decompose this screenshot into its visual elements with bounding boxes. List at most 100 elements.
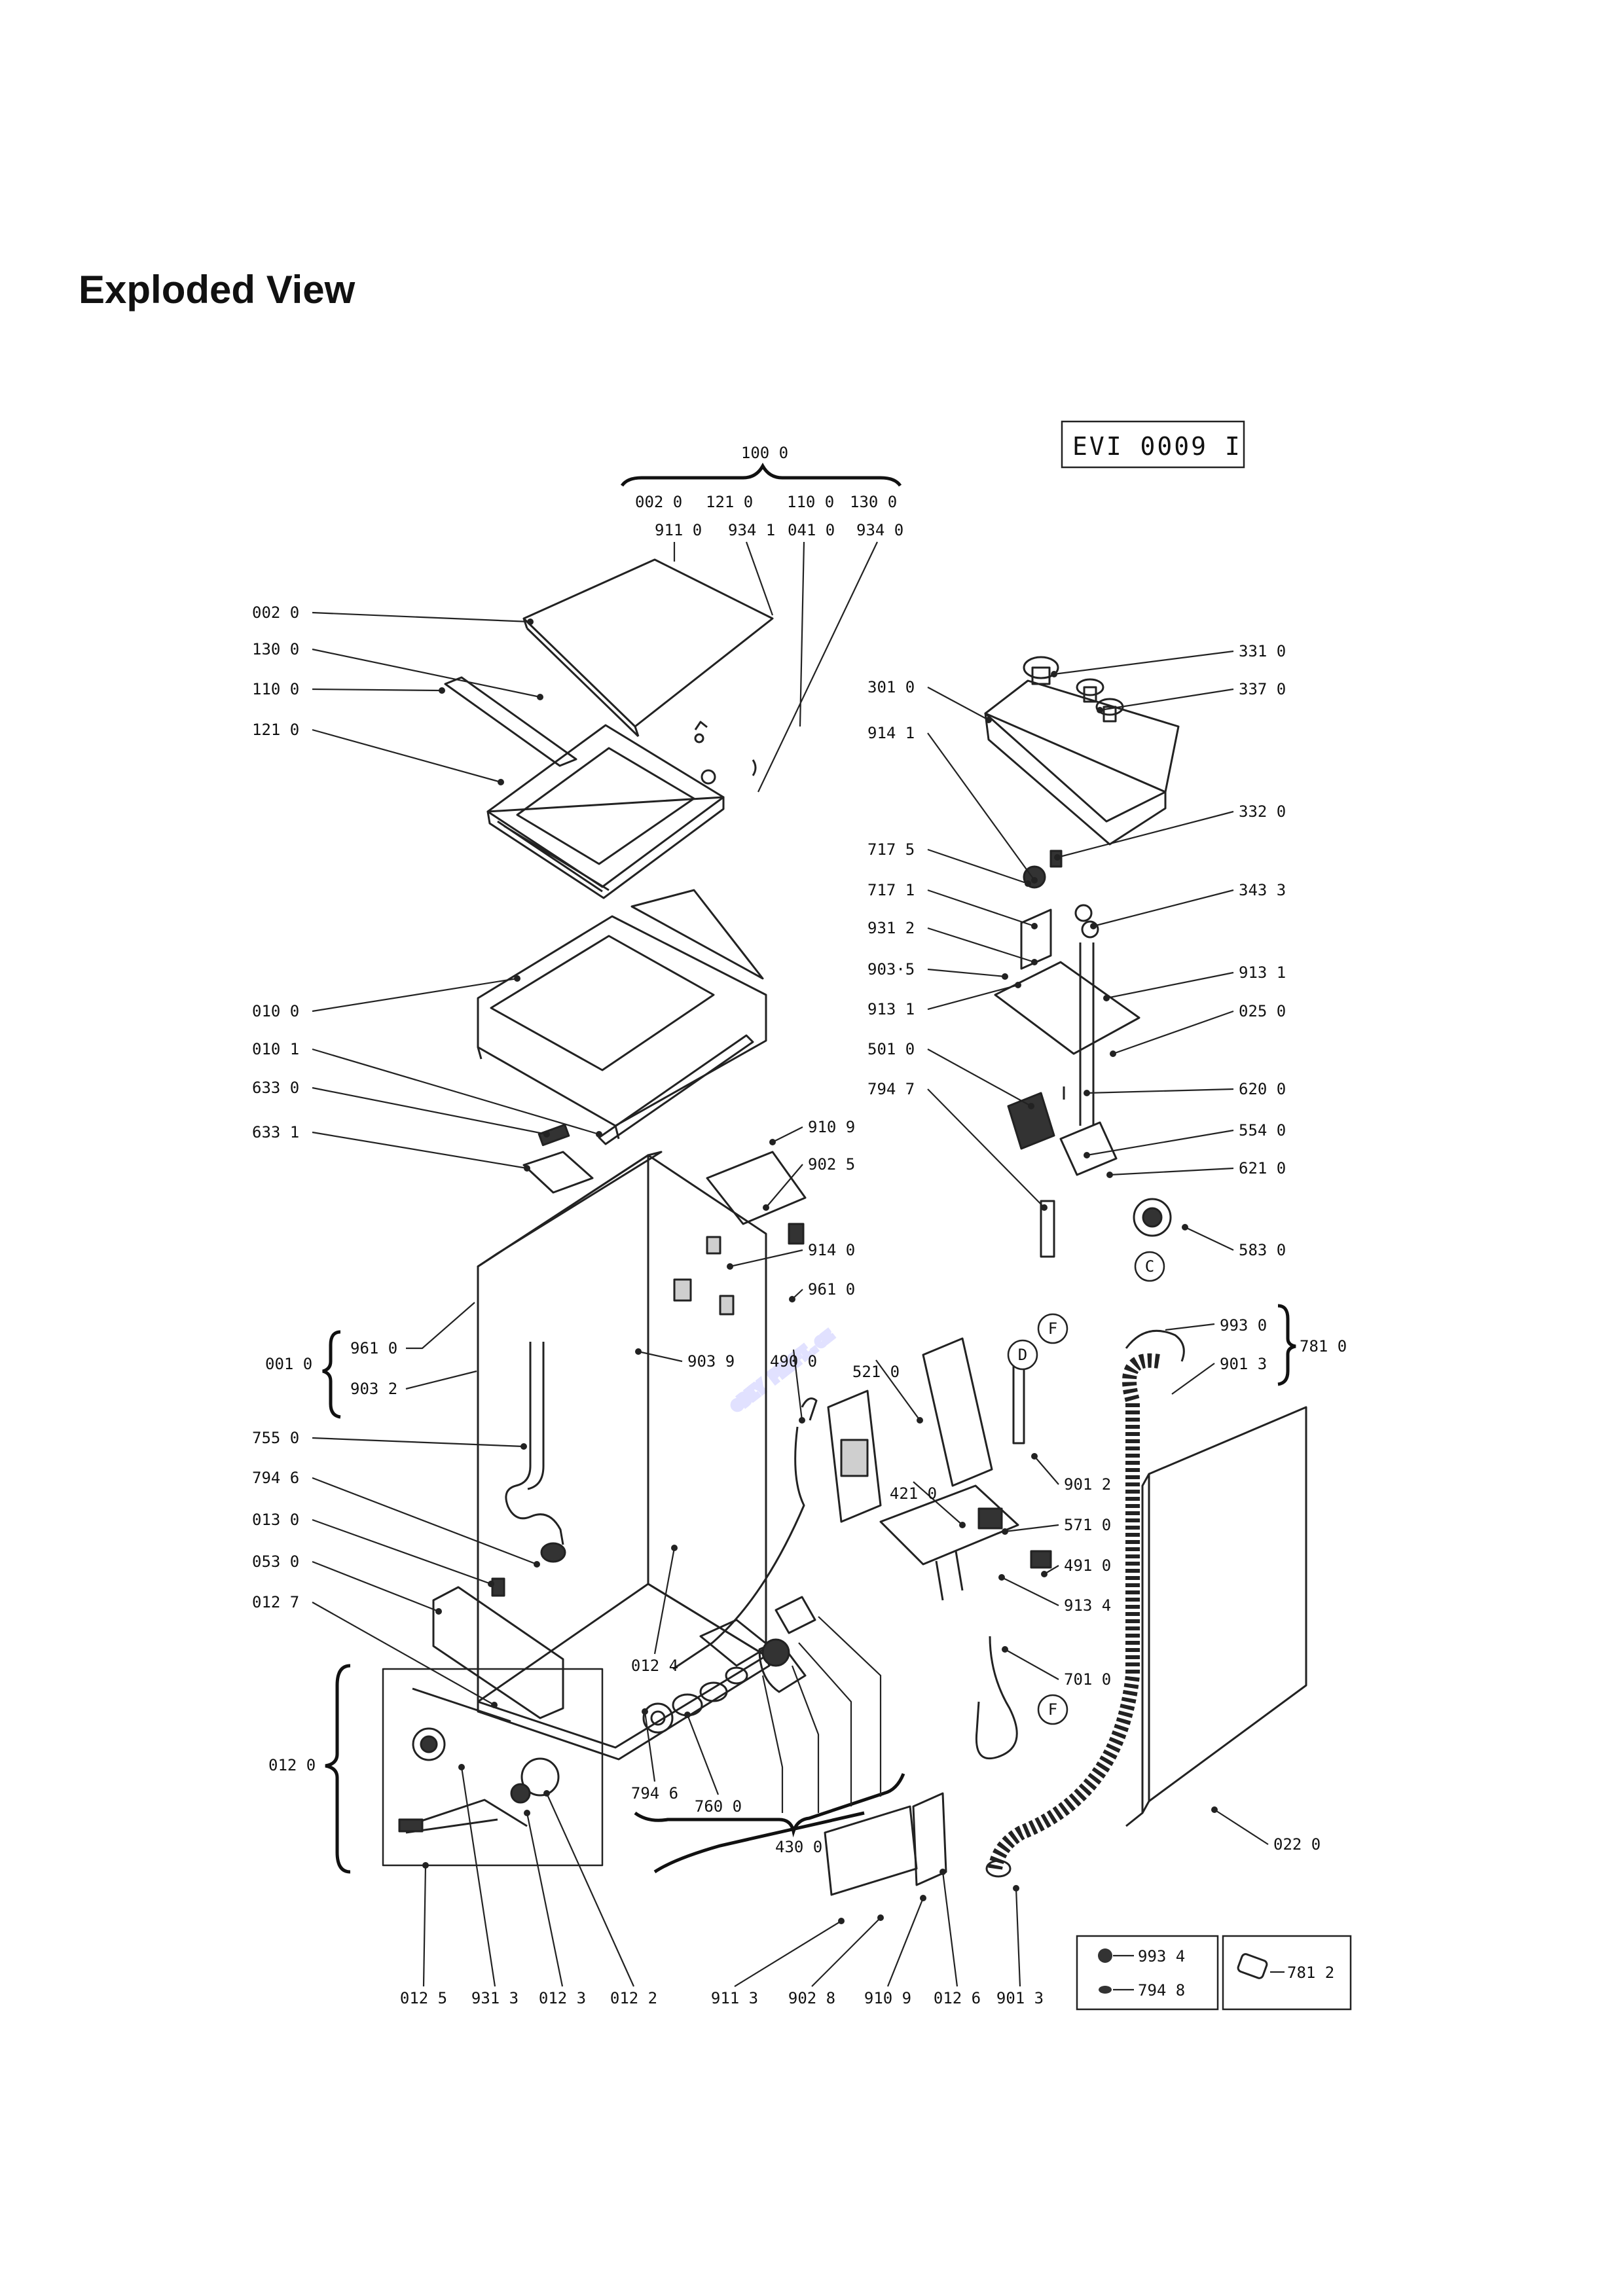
leader-line-p9109b	[886, 1897, 924, 1987]
leader-line-p7010	[1004, 1649, 1059, 1680]
leader-line-p3310	[1053, 650, 1234, 675]
part-label-p9109b: 910 9	[864, 1989, 911, 2007]
leader-dot-p3010	[985, 717, 992, 723]
leader-dot-p1100	[439, 687, 445, 694]
part-label-p9113: 911 3	[711, 1989, 758, 2007]
leader-dot-p9131b	[1103, 995, 1110, 1001]
leader-dot-p3320	[1054, 854, 1061, 861]
leader-line-p9025	[765, 1164, 803, 1208]
leader-dot-p5540	[1084, 1152, 1090, 1158]
circle-marker-letter: F	[1048, 1319, 1057, 1338]
part-label-p9131b: 913 1	[1239, 963, 1286, 982]
leader-dot-p5710	[1002, 1528, 1008, 1535]
part-label-p9035: 903·5	[867, 960, 915, 978]
part-label-p5830: 583 0	[1239, 1241, 1286, 1259]
leader-dot-p9312	[1031, 959, 1038, 965]
leader-dot-p9039	[635, 1348, 642, 1355]
leader-line-p7600	[686, 1714, 720, 1795]
leader-line-p0125	[422, 1865, 427, 1987]
group-100-label: 100 0	[741, 444, 788, 462]
part-label-p9039: 903 9	[687, 1352, 735, 1371]
part-label-p9109a: 910 9	[808, 1118, 855, 1136]
part-label-p9131a: 913 1	[867, 1000, 915, 1018]
leader-dot-p6331	[524, 1165, 530, 1172]
part-label-p3320: 332 0	[1239, 802, 1286, 821]
part-label-p7946: 794 6	[252, 1469, 299, 1487]
leader-dot-p7010	[1002, 1646, 1008, 1653]
part-label-p9028: 902 8	[788, 1989, 835, 2007]
part-label-p7550: 755 0	[252, 1429, 299, 1447]
leader-lines	[312, 611, 1269, 1987]
leader-line-p0250	[1112, 1010, 1234, 1055]
leader-line-p5710	[1004, 1524, 1059, 1533]
leader-dot-p0250	[1110, 1050, 1116, 1057]
group-001-item: 903 2	[350, 1380, 397, 1398]
leader-dot-p0020	[527, 619, 534, 625]
group-430-label: 430 0	[775, 1838, 822, 1856]
part-label-p0126: 012 6	[934, 1989, 981, 2007]
leader-dot-p9610b	[789, 1296, 795, 1302]
leader-line-p0020	[312, 611, 531, 623]
part-label-p1300: 130 0	[252, 640, 299, 658]
leader-dot-p9013b	[1013, 1885, 1019, 1892]
part-label-p1210: 121 0	[252, 721, 299, 739]
leader-dot-p6330	[543, 1131, 550, 1138]
page-title: Exploded View	[79, 268, 356, 312]
circle-marker-c2: F	[1037, 1313, 1068, 1344]
leader-line-p7946b	[644, 1711, 656, 1782]
leader-dot-p0220	[1211, 1806, 1218, 1813]
leader-line-p5830	[1184, 1227, 1234, 1251]
leader-line-p9141	[927, 732, 1035, 881]
leader-line-p0124	[653, 1547, 676, 1655]
leader-line-p0126	[941, 1871, 958, 1987]
leader-dot-p9028	[877, 1914, 884, 1921]
group-100-item: 002 0	[635, 493, 682, 511]
leader-line-p0100	[312, 977, 518, 1013]
leader-dot-p0123	[524, 1810, 530, 1816]
circle-marker-letter: D	[1018, 1346, 1027, 1364]
leader-line-p1210	[312, 728, 501, 783]
leader-dot-p6210	[1106, 1172, 1113, 1178]
part-label-p0220: 022 0	[1273, 1835, 1321, 1854]
part-label-p0101: 010 1	[252, 1040, 299, 1058]
legend-box-2	[1222, 1935, 1352, 2011]
leader-dot-p0100	[514, 975, 520, 982]
part-label-p0125: 012 5	[400, 1989, 447, 2007]
leader-line-p0220	[1214, 1809, 1269, 1845]
part-label-p0100: 010 0	[252, 1002, 299, 1020]
part-label-p4210: 421 0	[890, 1484, 937, 1503]
leader-dot-p0530	[435, 1608, 442, 1615]
group-brackets	[322, 462, 1296, 1874]
leader-dot-p9141	[1031, 877, 1038, 884]
leader-dot-p0124	[671, 1545, 678, 1551]
leader-line-p5210	[875, 1359, 921, 1421]
leader-line-p7550	[312, 1437, 524, 1448]
leader-line-p4210	[913, 1481, 963, 1526]
leader-line-p3010	[927, 687, 989, 721]
leader-line-p7946	[312, 1477, 538, 1566]
leader-line-p9113	[734, 1920, 842, 1987]
legend-item: 993 4	[1138, 1947, 1185, 1965]
leader-dot-p9012	[1031, 1453, 1038, 1460]
circle-marker-letter: F	[1048, 1700, 1057, 1719]
leader-line-p9131b	[1106, 971, 1234, 999]
leader-line-p9131a	[927, 984, 1019, 1011]
part-label-p9012: 901 2	[1064, 1475, 1111, 1494]
leader-line-p5540	[1086, 1129, 1234, 1157]
leader-dot-p4910	[1041, 1571, 1048, 1577]
part-label-p0127: 012 7	[252, 1593, 299, 1611]
leader-line-p7947	[927, 1088, 1045, 1208]
leader-line-p4900	[792, 1349, 803, 1421]
lid-panel	[522, 558, 774, 728]
part-label-p0122: 012 2	[610, 1989, 657, 2007]
leader-dot-p0101	[596, 1131, 602, 1138]
leader-dot-p0127	[491, 1702, 498, 1708]
legend-item: 794 8	[1138, 1981, 1185, 2000]
part-label-p0250: 025 0	[1239, 1002, 1286, 1020]
part-label-p6331: 633 1	[252, 1123, 299, 1141]
drawing-ref: EVI 0009 I	[1072, 432, 1242, 461]
group-012-label: 012 0	[268, 1756, 316, 1774]
group-100-row1: 002 0 121 0 110 0 130 0	[635, 493, 897, 511]
leader-dot-p9109a	[769, 1139, 776, 1145]
